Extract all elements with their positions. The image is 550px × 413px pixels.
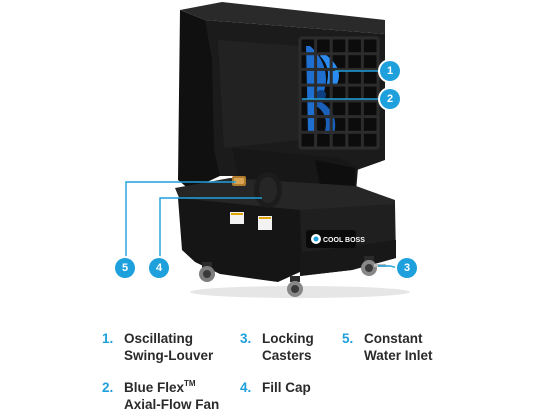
leader-line-3 — [378, 265, 399, 269]
legend-label-line2: Axial-Flow Fan — [124, 397, 220, 412]
legend-number: 3. — [240, 331, 252, 346]
leader-line-5 — [125, 181, 236, 260]
legend-label-line2: Water Inlet — [364, 348, 433, 363]
louver-vertical-bar — [314, 38, 318, 148]
callout-badge-4: 4 — [149, 258, 169, 278]
legend-item-3: 3. Locking Casters — [240, 330, 314, 364]
louver-horizontal-bar — [300, 67, 378, 71]
evaporative-cooler-illustration: COOL BOSS — [125, 2, 410, 298]
legend-number: 4. — [240, 380, 252, 395]
legend-item-4: 4. Fill Cap — [240, 379, 311, 396]
louver-vertical-bar — [345, 38, 349, 148]
legend-label-line1: Oscillating — [124, 331, 194, 346]
callout-badge-1: 1 — [380, 61, 400, 81]
locking-caster-rear-left — [199, 262, 215, 282]
callout-badge-3: 3 — [397, 258, 417, 278]
legend-number: 5. — [342, 331, 354, 346]
callout-badge-5: 5 — [115, 258, 135, 278]
legend-label-line2: Casters — [262, 348, 312, 363]
louver-horizontal-bar — [300, 52, 378, 56]
legend-label-line2: Swing-Louver — [124, 348, 214, 363]
louver-horizontal-bar — [300, 115, 378, 119]
legend-label-line1: Locking — [262, 331, 314, 346]
cool-boss-logo-text: COOL BOSS — [323, 237, 365, 244]
louver-vertical-bar — [376, 38, 380, 148]
legend-item-2: 2. Blue FlexTM Axial-Flow Fan — [102, 379, 219, 413]
legend-label-line1: Constant — [364, 331, 423, 346]
louver-horizontal-bar — [300, 99, 378, 103]
cooler-lower-tank: COOL BOSS — [175, 172, 396, 282]
fan-window — [300, 38, 378, 148]
louver-horizontal-bar — [300, 36, 378, 40]
louver-horizontal-bar — [300, 83, 378, 87]
swing-louver-grille — [298, 36, 380, 150]
legend-item-5: 5. Constant Water Inlet — [342, 330, 433, 364]
louver-horizontal-bar — [300, 146, 378, 150]
legend-label-line1: Blue Flex — [124, 380, 185, 395]
trademark-mark: TM — [184, 379, 196, 388]
leader-line-4 — [159, 197, 262, 260]
louver-vertical-bar — [298, 38, 302, 148]
legend-number: 1. — [102, 331, 114, 346]
legend-item-1: 1. Oscillating Swing-Louver — [102, 330, 213, 364]
louver-vertical-bar — [360, 38, 364, 148]
callout-badge-2: 2 — [380, 89, 400, 109]
callout-leader-lines — [125, 70, 399, 269]
louver-vertical-bar — [329, 38, 333, 148]
louver-horizontal-bar — [300, 130, 378, 134]
locking-caster-front-left — [287, 276, 303, 297]
legend-label-line1: Fill Cap — [262, 380, 311, 395]
legend-number: 2. — [102, 380, 114, 395]
